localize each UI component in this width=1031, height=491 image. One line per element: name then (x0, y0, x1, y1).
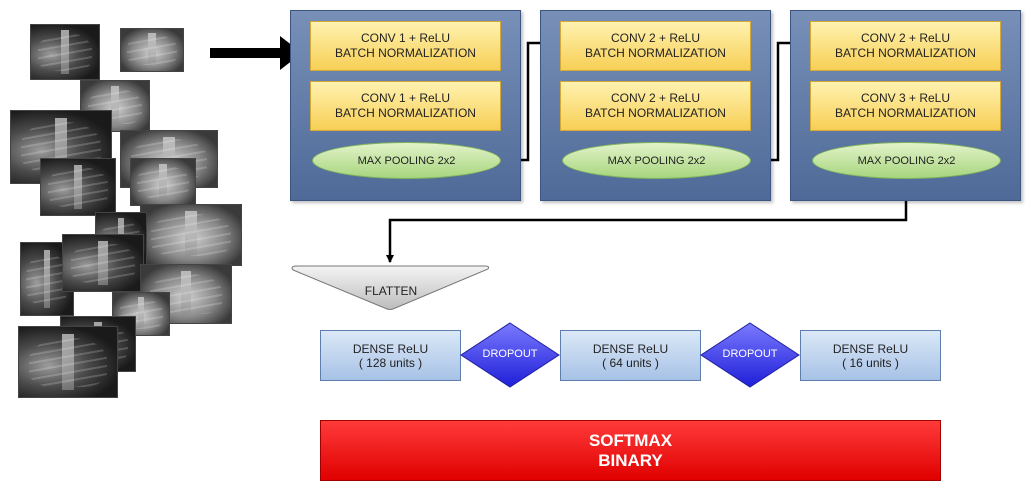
conv-block-1: CONV 1 + ReLU BATCH NORMALIZATION CONV 1… (290, 10, 521, 201)
input-arrow (210, 36, 302, 70)
chest-xray-image (30, 24, 100, 80)
chest-xray-image (120, 28, 184, 72)
flatten-shape (291, 265, 490, 310)
dropout-diamond-2 (700, 322, 800, 388)
max-pooling-3: MAX POOLING 2x2 (812, 142, 1001, 179)
max-pooling-1: MAX POOLING 2x2 (312, 142, 501, 179)
conv-layer-3a: CONV 2 + ReLU BATCH NORMALIZATION (810, 21, 1001, 71)
dense-label: DENSE ReLU (832, 341, 909, 356)
dense-units: ( 64 units ) (602, 355, 659, 370)
conv-layer-2b: CONV 2 + ReLU BATCH NORMALIZATION (560, 81, 751, 131)
softmax-output-layer: SOFTMAX BINARY (320, 420, 941, 481)
chest-xray-image (18, 326, 118, 398)
conv-label: CONV 2 + ReLU (610, 91, 701, 105)
conv-label: CONV 1 + ReLU (360, 31, 451, 45)
batchnorm-label: BATCH NORMALIZATION (335, 46, 476, 60)
batchnorm-label: BATCH NORMALIZATION (835, 46, 976, 60)
dense-layer-16: DENSE ReLU ( 16 units ) (800, 330, 941, 381)
chest-xray-image (140, 204, 242, 266)
flatten-label: FLATTEN (364, 284, 418, 298)
conv-block-2: CONV 2 + ReLU BATCH NORMALIZATION CONV 2… (540, 10, 771, 201)
dense-label: DENSE ReLU (592, 341, 669, 356)
batchnorm-label: BATCH NORMALIZATION (335, 106, 476, 120)
chest-xray-image (80, 80, 150, 132)
chest-xray-image (62, 234, 144, 292)
batchnorm-label: BATCH NORMALIZATION (585, 46, 726, 60)
pool-label: MAX POOLING 2x2 (607, 154, 706, 167)
conv-label: CONV 3 + ReLU (860, 91, 951, 105)
dropout-diamond-1 (460, 322, 560, 388)
pool-label: MAX POOLING 2x2 (357, 154, 456, 167)
conv-layer-2a: CONV 2 + ReLU BATCH NORMALIZATION (560, 21, 751, 71)
chest-xray-image (130, 158, 196, 206)
conv-label: CONV 2 + ReLU (610, 31, 701, 45)
chest-xray-image (40, 158, 116, 216)
dense-layer-128: DENSE ReLU ( 128 units ) (320, 330, 461, 381)
pool-label: MAX POOLING 2x2 (857, 154, 956, 167)
conv-label: CONV 2 + ReLU (860, 31, 951, 45)
dense-label: DENSE ReLU (352, 341, 429, 356)
dropout-label: DROPOUT (482, 348, 538, 360)
conv-layer-3b: CONV 3 + ReLU BATCH NORMALIZATION (810, 81, 1001, 131)
dense-layer-64: DENSE ReLU ( 64 units ) (560, 330, 701, 381)
conv-layer-1b: CONV 1 + ReLU BATCH NORMALIZATION (310, 81, 501, 131)
binary-label: BINARY (598, 450, 663, 470)
dense-units: ( 16 units ) (842, 355, 899, 370)
softmax-label: SOFTMAX (588, 430, 673, 450)
dense-units: ( 128 units ) (358, 355, 423, 370)
max-pooling-2: MAX POOLING 2x2 (562, 142, 751, 179)
batchnorm-label: BATCH NORMALIZATION (835, 106, 976, 120)
dropout-label: DROPOUT (722, 348, 778, 360)
conv-block-3: CONV 2 + ReLU BATCH NORMALIZATION CONV 3… (790, 10, 1021, 201)
conv-layer-1a: CONV 1 + ReLU BATCH NORMALIZATION (310, 21, 501, 71)
batchnorm-label: BATCH NORMALIZATION (585, 106, 726, 120)
conv-label: CONV 1 + ReLU (360, 91, 451, 105)
